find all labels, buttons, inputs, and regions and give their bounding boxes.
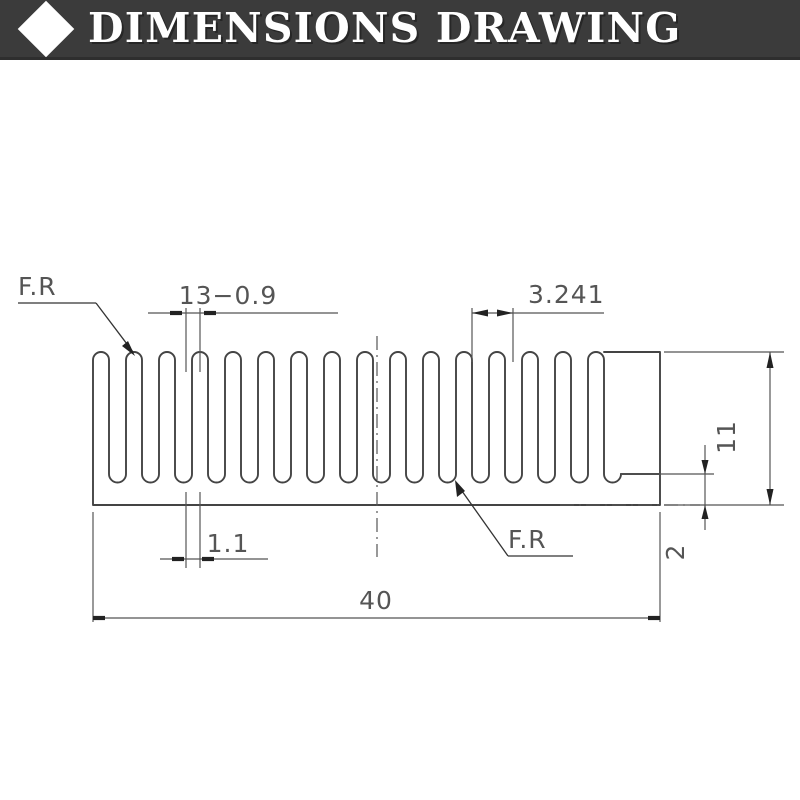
note-fin-root-radius: F.R <box>455 480 573 557</box>
header-divider <box>0 57 800 60</box>
note-label-fin-root-radius: F.R <box>508 525 547 554</box>
dimension-overall-width: 40 <box>92 512 661 622</box>
dimension-base-thickness: 2 <box>621 445 714 560</box>
dimension-label-overall-width: 40 <box>359 586 393 615</box>
note-fin-tip-radius: F.R <box>18 272 135 356</box>
dimension-overall-height: 11 <box>664 351 784 506</box>
dimension-label-overall-height: 11 <box>712 420 741 454</box>
dimension-label-fin-spacing: 3.241 <box>528 280 605 309</box>
note-label-fin-tip-radius: F.R <box>18 272 57 301</box>
dimension-drawing-svg: 13−0.9 3.241 1.1 <box>18 272 784 622</box>
dimension-fin-thickness: 1.1 <box>160 492 268 568</box>
diamond-icon <box>17 0 75 57</box>
header-banner: DIMENSIONS DRAWING <box>0 0 800 57</box>
dimension-label-fin-thickness: 1.1 <box>207 529 250 558</box>
fin-profile-outline <box>92 351 661 506</box>
dimension-label-base-thickness: 2 <box>661 544 690 561</box>
page-title: DIMENSIONS DRAWING <box>88 4 682 52</box>
dimension-fin-spacing: 3.241 <box>471 280 605 362</box>
dimension-fin-pitch: 13−0.9 <box>148 281 338 372</box>
dimension-label-fin-pitch: 13−0.9 <box>179 281 278 310</box>
drawing-canvas: 13−0.9 3.241 1.1 <box>0 60 800 800</box>
